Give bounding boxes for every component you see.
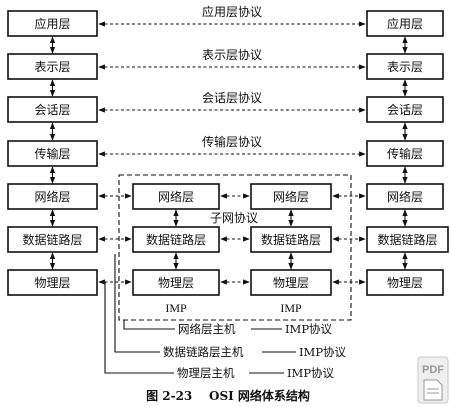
left-layer-transport [7,140,98,167]
left-layer-physical [7,269,98,296]
right-layer-data-link-label: 数据链路层 [377,232,437,247]
right-layer-presentation-label: 表示层 [387,60,423,74]
legend-data-link-protocol: IMP协议 [299,345,347,359]
right-layer-presentation [366,53,444,80]
right-layer-physical-label: 物理层 [387,276,423,290]
imp1-layer-data-link [132,226,220,253]
right-layer-network [366,183,444,210]
legend-network-host: 网络层主机 [178,322,236,336]
imp2-layer-physical [250,269,332,296]
left-layer-physical-label: 物理层 [34,276,70,290]
imp1-layer-physical-label: 物理层 [158,276,194,290]
protocol-label-application: 应用层协议 [202,4,262,19]
left-layer-data-link [7,226,98,253]
imp2-layer-network-label: 网络层 [273,189,309,204]
imp1-layer-physical [132,269,220,296]
legend-physical-protocol: IMP协议 [287,366,335,380]
imp2-label: IMP [280,301,302,315]
left-layer-transport-label: 传输层 [34,146,70,161]
subnet-boundary [118,174,352,321]
communication-subnet: 网络层 数据链路层 物理层 IMP 网络层 数据链路层 物理层 IMP 子网协议 [118,174,352,321]
pdf-badge-label: PDF [422,364,444,376]
left-layer-session-label: 会话层 [34,103,70,117]
legend-leader-data-link [114,254,160,353]
left-layer-session [7,96,98,123]
imp2-layer-physical-label: 物理层 [273,276,309,290]
legend-physical-host: 物理层主机 [177,366,235,380]
protocol-label-transport: 传输层协议 [202,134,262,149]
right-layer-transport-label: 传输层 [387,146,423,161]
right-layer-application [366,10,444,37]
left-layer-network [7,183,98,210]
legend-data-link-host: 数据链路层主机 [163,345,244,359]
imp1-layer-data-link-label: 数据链路层 [146,232,206,247]
imp1-layer-network-label: 网络层 [158,189,194,204]
right-layer-session-label: 会话层 [387,103,423,117]
left-layer-presentation-label: 表示层 [34,60,70,74]
imp2-layer-network [250,183,332,210]
left-layer-application-label: 应用层 [34,16,70,31]
right-layer-session [366,96,444,123]
left-layer-network-label: 网络层 [34,189,70,204]
legend-network-protocol: IMP协议 [285,322,333,336]
peer-protocols: 应用层协议 表示层协议 会话层协议 传输层协议 [98,4,366,157]
left-layer-presentation [7,53,98,80]
right-layer-transport [366,140,444,167]
right-host-stack: 应用层 表示层 会话层 传输层 网络层 数据链路层 物理层 [366,10,449,296]
figure-caption: 图 2-23 OSI 网络体系结构 [146,388,310,403]
left-layer-application [7,10,98,37]
imp2-layer-data-link-label: 数据链路层 [261,232,321,247]
protocol-label-session: 会话层协议 [202,90,262,105]
right-layer-data-link [366,226,449,253]
imp2-layer-data-link [250,226,332,253]
imp1-label: IMP [165,301,187,315]
right-layer-network-label: 网络层 [387,189,423,204]
pdf-badge[interactable]: PDF [417,356,449,404]
legend-leader-network [123,320,175,330]
right-layer-physical [366,269,444,296]
legend-leader-physical [104,282,174,374]
left-layer-data-link-label: 数据链路层 [22,232,82,247]
subnet-protocol-label: 子网协议 [210,210,258,225]
legend: 网络层主机 IMP协议 数据链路层主机 IMP协议 物理层主机 IMP协议 [104,254,347,380]
pdf-file-icon [423,379,443,401]
left-host-stack: 应用层 表示层 会话层 传输层 网络层 数据链路层 物理层 [7,10,98,296]
imp1-layer-network [132,183,220,210]
right-layer-application-label: 应用层 [387,16,423,31]
protocol-label-presentation: 表示层协议 [202,47,262,62]
hop-protocols [98,193,366,285]
